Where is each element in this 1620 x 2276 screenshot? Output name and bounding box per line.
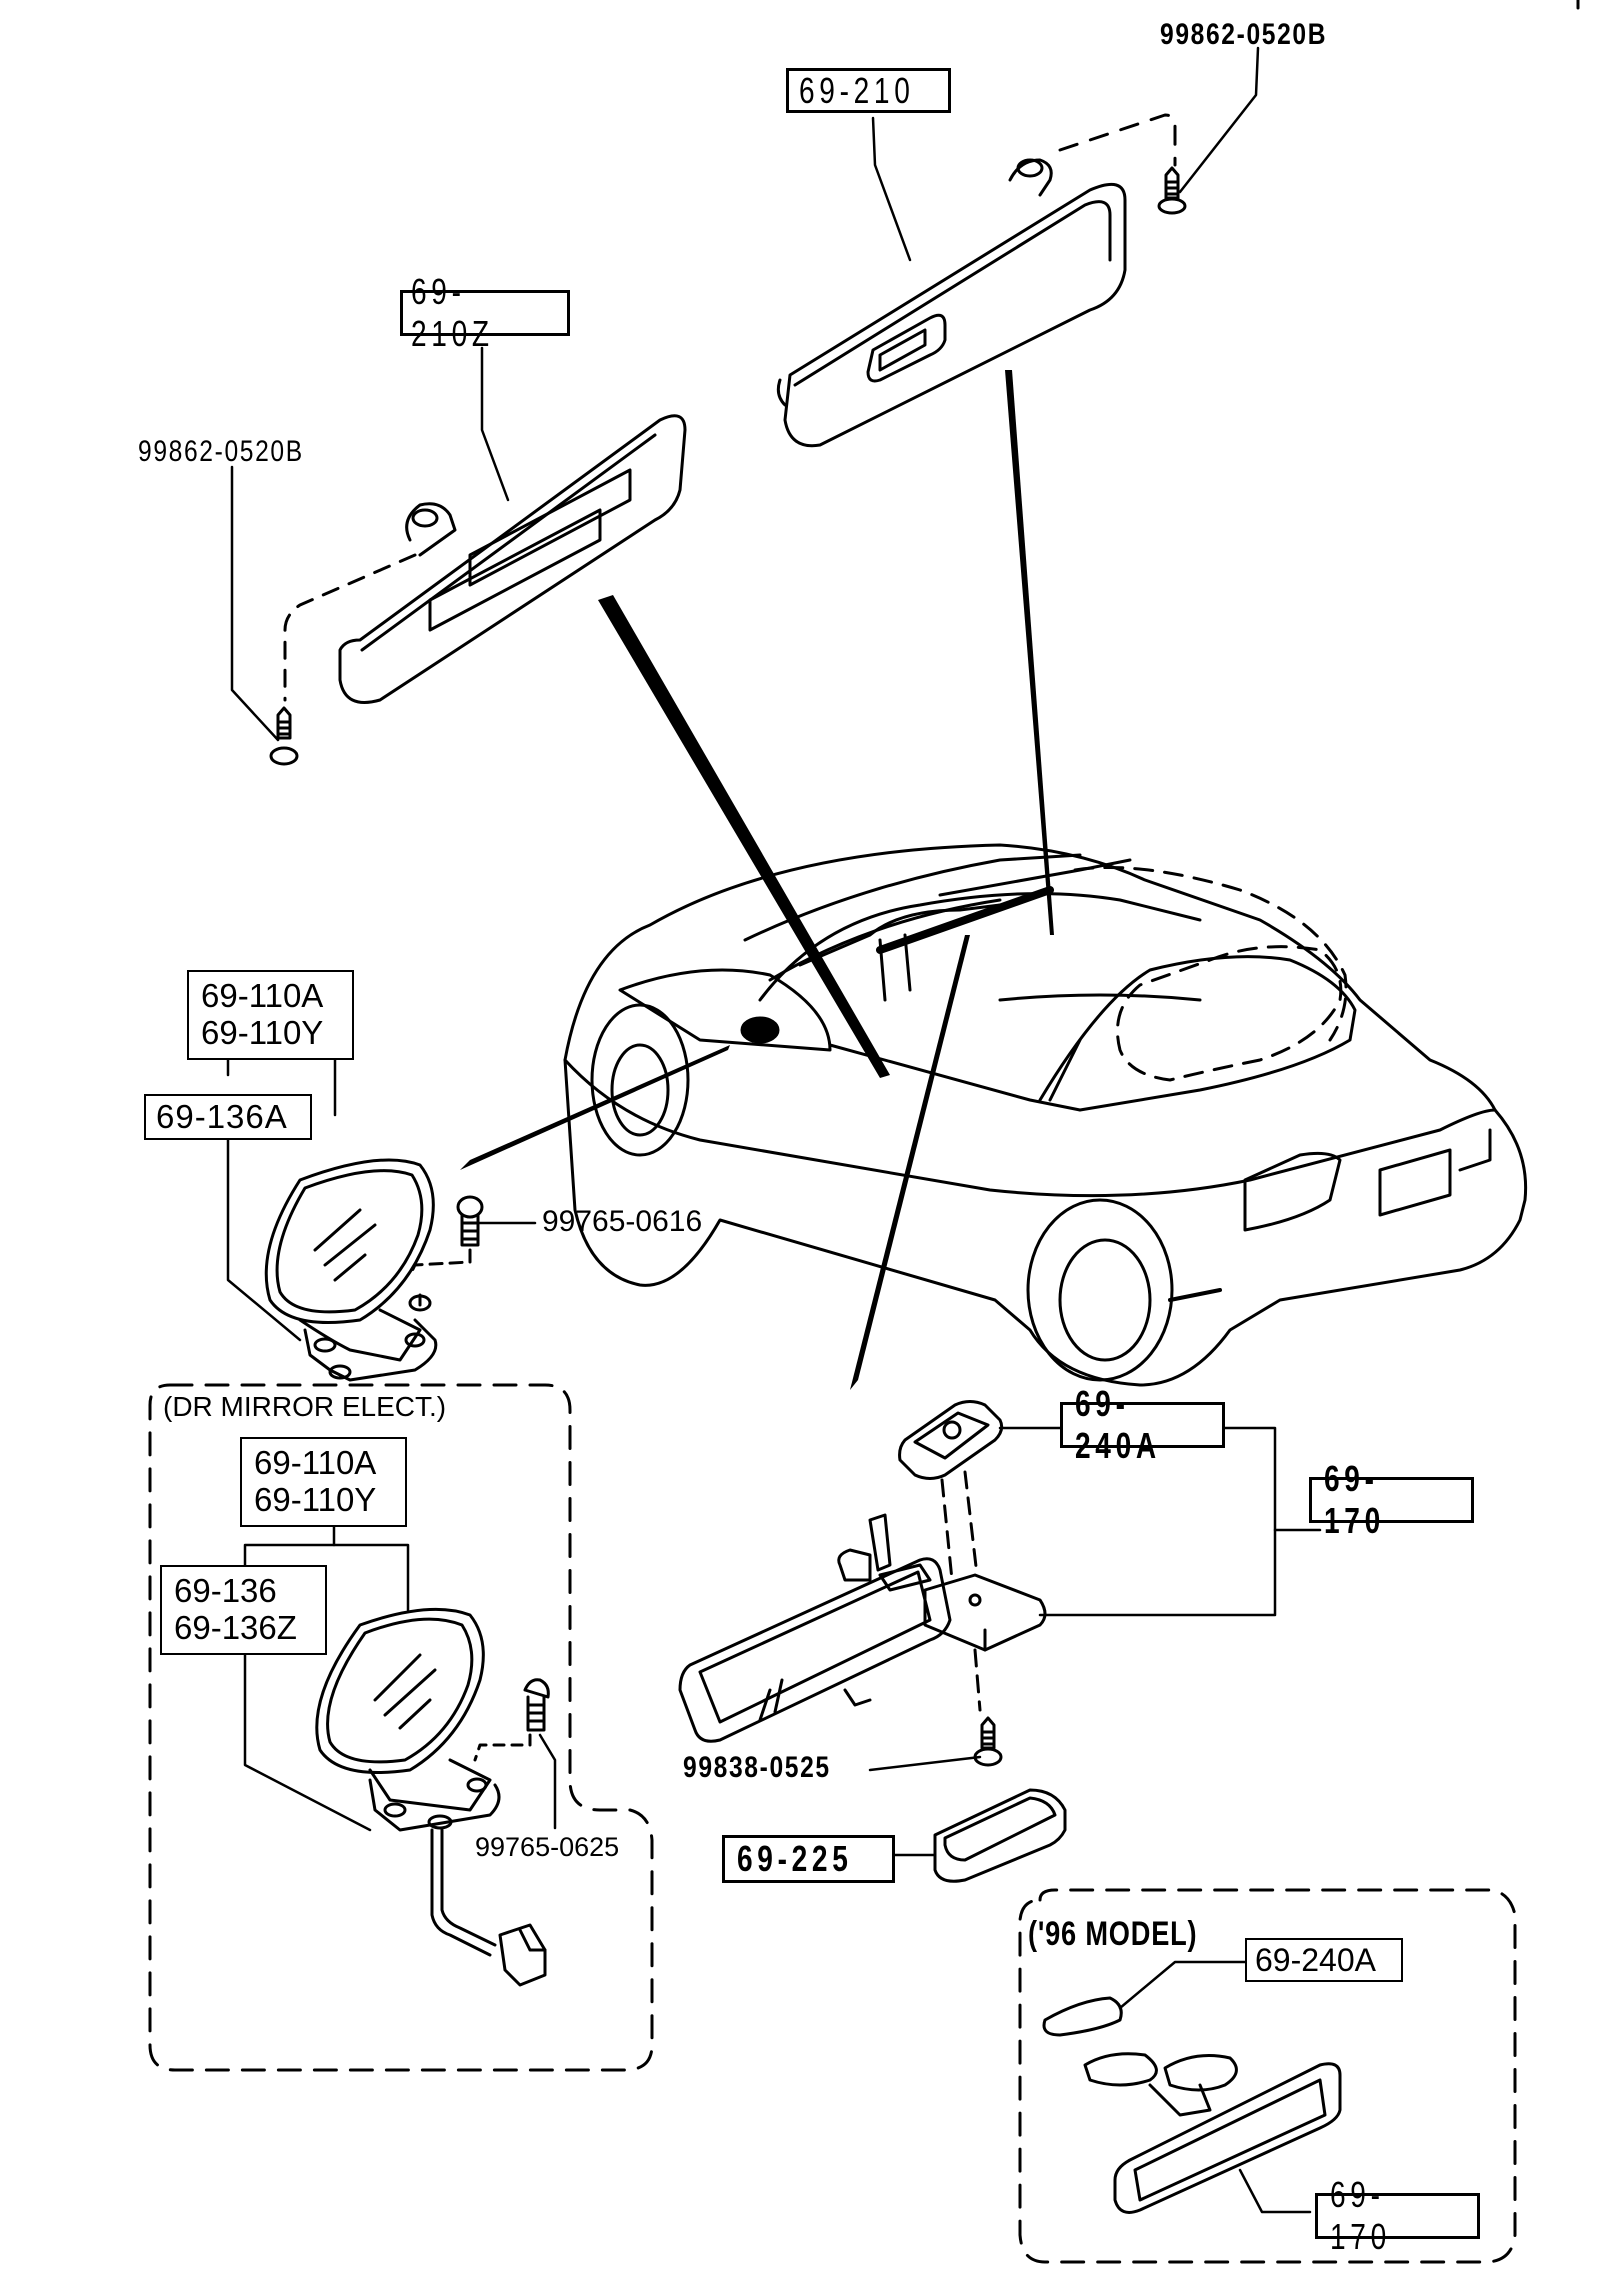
section-title-dr-mirror-elect: (DR MIRROR ELECT.) [163, 1391, 447, 1422]
screw-icon [523, 1678, 550, 1732]
callout-text: 69-110A [201, 977, 324, 1015]
callout-box-69-136-elect[interactable]: 69-136 69-136Z [160, 1565, 327, 1655]
callout-text: 69-240A [1075, 1383, 1161, 1466]
part-number-label: 99862-0520B [138, 435, 304, 468]
callout-box-69-110[interactable]: 69-110A 69-110Y [187, 970, 354, 1060]
callout-box-69-225[interactable]: 69-225 [722, 1835, 895, 1883]
callout-text: 69-240A [1255, 1941, 1376, 1978]
part-number-label: 99765-0616 [542, 1205, 703, 1238]
door-mirror-drawing [226, 1032, 537, 1382]
callout-text: 69-110Y [201, 1014, 324, 1051]
screw-icon [456, 1195, 484, 1247]
callout-box-69-170[interactable]: 69-170 [1309, 1458, 1474, 1541]
sun-visor-left-drawing [230, 346, 687, 766]
callout-text: 69-170 [1324, 1458, 1385, 1541]
callout-text: 69-136Z [174, 1609, 297, 1646]
callout-text: 69-225 [737, 1838, 853, 1879]
screw-icon [269, 706, 299, 766]
model-96-section-border [1018, 1888, 1517, 2264]
section-title-96-model: ('96 MODEL) [1028, 1915, 1198, 1953]
callout-text: 69-110Y [254, 1481, 377, 1518]
callout-text: 69-210Z [411, 271, 494, 354]
callout-text: 69-136 [174, 1572, 277, 1610]
callout-box-69-170-96[interactable]: 69-170 [1315, 2174, 1480, 2257]
callout-box-69-240a-96[interactable]: 69-240A [1245, 1938, 1403, 1982]
rearview-mirror-drawing [678, 1400, 1322, 1883]
callout-box-69-240a[interactable]: 69-240A [1060, 1383, 1225, 1466]
part-number-label: 99765-0625 [475, 1832, 620, 1862]
callout-text: 69-210 [799, 69, 915, 111]
callout-text: 69-170 [1330, 2174, 1391, 2257]
sun-visor-right-drawing [776, 46, 1260, 448]
connector-icon [498, 1923, 547, 1987]
callout-box-69-110-elect[interactable]: 69-110A 69-110Y [240, 1437, 407, 1527]
model-96-mirror-drawing [1042, 1960, 1342, 2214]
callout-box-69-210z[interactable]: 69-210Z [400, 271, 570, 354]
car-drawing [563, 843, 1528, 1387]
elect-mirror-drawing [243, 1523, 557, 1987]
screw-icon [1157, 166, 1187, 215]
callout-text: 69-110A [254, 1444, 377, 1482]
callout-text: 69-136A [156, 1098, 288, 1135]
callout-box-69-136a[interactable]: 69-136A [144, 1094, 312, 1140]
elect-mirror-section-border [148, 1383, 654, 2072]
part-number-label: 99838-0525 [683, 1751, 831, 1784]
part-number-label: 99862-0520B [1160, 18, 1328, 51]
callout-box-69-210[interactable]: 69-210 [786, 68, 951, 113]
